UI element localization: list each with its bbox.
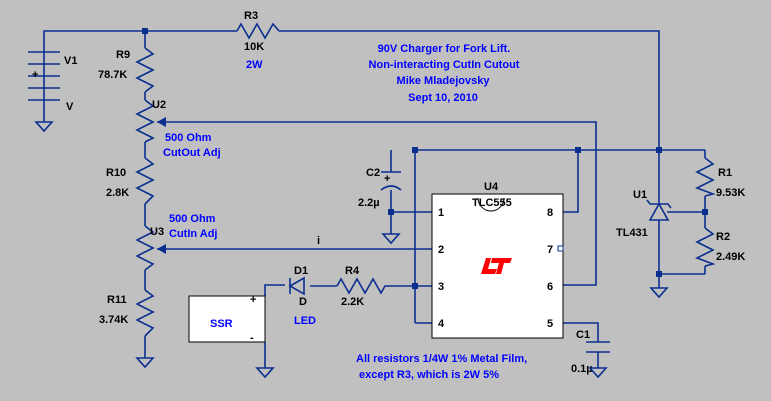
junction-dots (142, 28, 708, 289)
u2-ref-label: U2 (152, 99, 166, 111)
r3-power-label: 2W (246, 59, 263, 71)
pin-5-label: 5 (547, 318, 553, 330)
d1-ref-label: D1 (294, 265, 308, 277)
title-block: 90V Charger for Fork Lift. Non-interacti… (369, 43, 520, 104)
title-line-1: 90V Charger for Fork Lift. (378, 43, 511, 55)
r1-ref-label: R1 (718, 167, 732, 179)
resistor-r4: R4 2.2K (336, 265, 409, 308)
r9-value-label: 78.7K (98, 69, 127, 81)
timer-ic-u4: U4 TLC555 1 2 3 4 8 7 6 5 (431, 181, 564, 339)
r10-ref-label: R10 (106, 167, 126, 179)
r4-ref-label: R4 (345, 265, 360, 277)
resistor-r3: R3 10K 2W (236, 10, 280, 71)
title-line-2: Non-interacting CutIn Cutout (369, 59, 520, 71)
r2-ref-label: R2 (716, 231, 730, 243)
led-d1: D1 D LED (288, 265, 316, 327)
ssr-label: SSR (210, 318, 233, 330)
capacitor-c2: + C2 2.2µ (358, 167, 402, 209)
v1-plus-sign: + (32, 69, 38, 81)
title-line-3: Mike Mladejovsky (397, 75, 491, 87)
u2-note-line1: 500 Ohm (165, 132, 212, 144)
u2-note-line2: CutOut Adj (163, 147, 221, 159)
u3-note-line1: 500 Ohm (169, 213, 216, 225)
resistor-r2: R2 2.49K (695, 227, 745, 267)
notes-line-1: All resistors 1/4W 1% Metal Film, (356, 353, 527, 365)
u3-ref-label: U3 (150, 226, 164, 238)
pin-1-label: 1 (438, 207, 444, 219)
r9-ref-label: R9 (116, 49, 130, 61)
capacitor-c1: C1 0.1µ (571, 329, 610, 375)
r2-value-label: 2.49K (716, 251, 745, 263)
u1-part-label: TL431 (616, 227, 648, 239)
u1-ref-label: U1 (633, 189, 647, 201)
notes-line-2: except R3, which is 2W 5% (359, 369, 499, 381)
title-line-4: Sept 10, 2010 (408, 92, 478, 104)
u4-part-label: TLC555 (472, 197, 512, 209)
r11-ref-label: R11 (107, 294, 127, 306)
solid-state-relay: SSR + - (188, 294, 266, 344)
resistor-r9: R9 78.7K (98, 47, 155, 93)
c1-value-label: 0.1µ (571, 363, 593, 375)
r3-ref-label: R3 (244, 10, 258, 22)
u3-note-line2: CutIn Adj (169, 228, 217, 240)
notes-block: All resistors 1/4W 1% Metal Film, except… (356, 353, 527, 381)
r4-value-label: 2.2K (341, 296, 364, 308)
pin-3-label: 3 (438, 281, 444, 293)
v1-value-label: V (66, 101, 74, 113)
d1-value-label: D (299, 296, 307, 308)
lt-logo-icon (481, 258, 512, 274)
resistor-r10: R10 2.8K (106, 157, 155, 205)
c1-ref-label: C1 (576, 329, 590, 341)
r10-value-label: 2.8K (106, 187, 129, 199)
c2-ref-label: C2 (366, 167, 380, 179)
r3-value-label: 10K (244, 41, 264, 53)
potentiometer-u3: 500 Ohm U3 CutIn Adj (135, 213, 217, 271)
pin-4-label: 4 (438, 318, 445, 330)
shunt-regulator-u1: U1 TL431 (616, 189, 672, 239)
pin-6-label: 6 (547, 281, 553, 293)
ssr-minus-sign: - (250, 332, 254, 344)
resistor-r11: R11 3.74K (99, 289, 155, 337)
d1-type-label: LED (294, 315, 316, 327)
r1-value-label: 9.53K (716, 187, 745, 199)
potentiometer-u2: U2 500 Ohm CutOut Adj (135, 99, 221, 159)
v1-ref-label: V1 (64, 55, 77, 67)
ssr-plus-sign: + (250, 294, 256, 306)
battery-v1: + V1 V (28, 51, 77, 113)
pin-7-label: 7 (547, 244, 553, 256)
resistor-r1: R1 9.53K (695, 157, 745, 199)
c2-value-label: 2.2µ (358, 197, 380, 209)
ground-icon (34, 121, 669, 379)
c2-plus-sign: + (384, 173, 390, 185)
u4-ref-label: U4 (484, 181, 499, 193)
pin-2-label: 2 (438, 244, 444, 256)
net-label-i: i (317, 235, 320, 247)
r11-value-label: 3.74K (99, 314, 128, 326)
pin-8-label: 8 (547, 207, 553, 219)
